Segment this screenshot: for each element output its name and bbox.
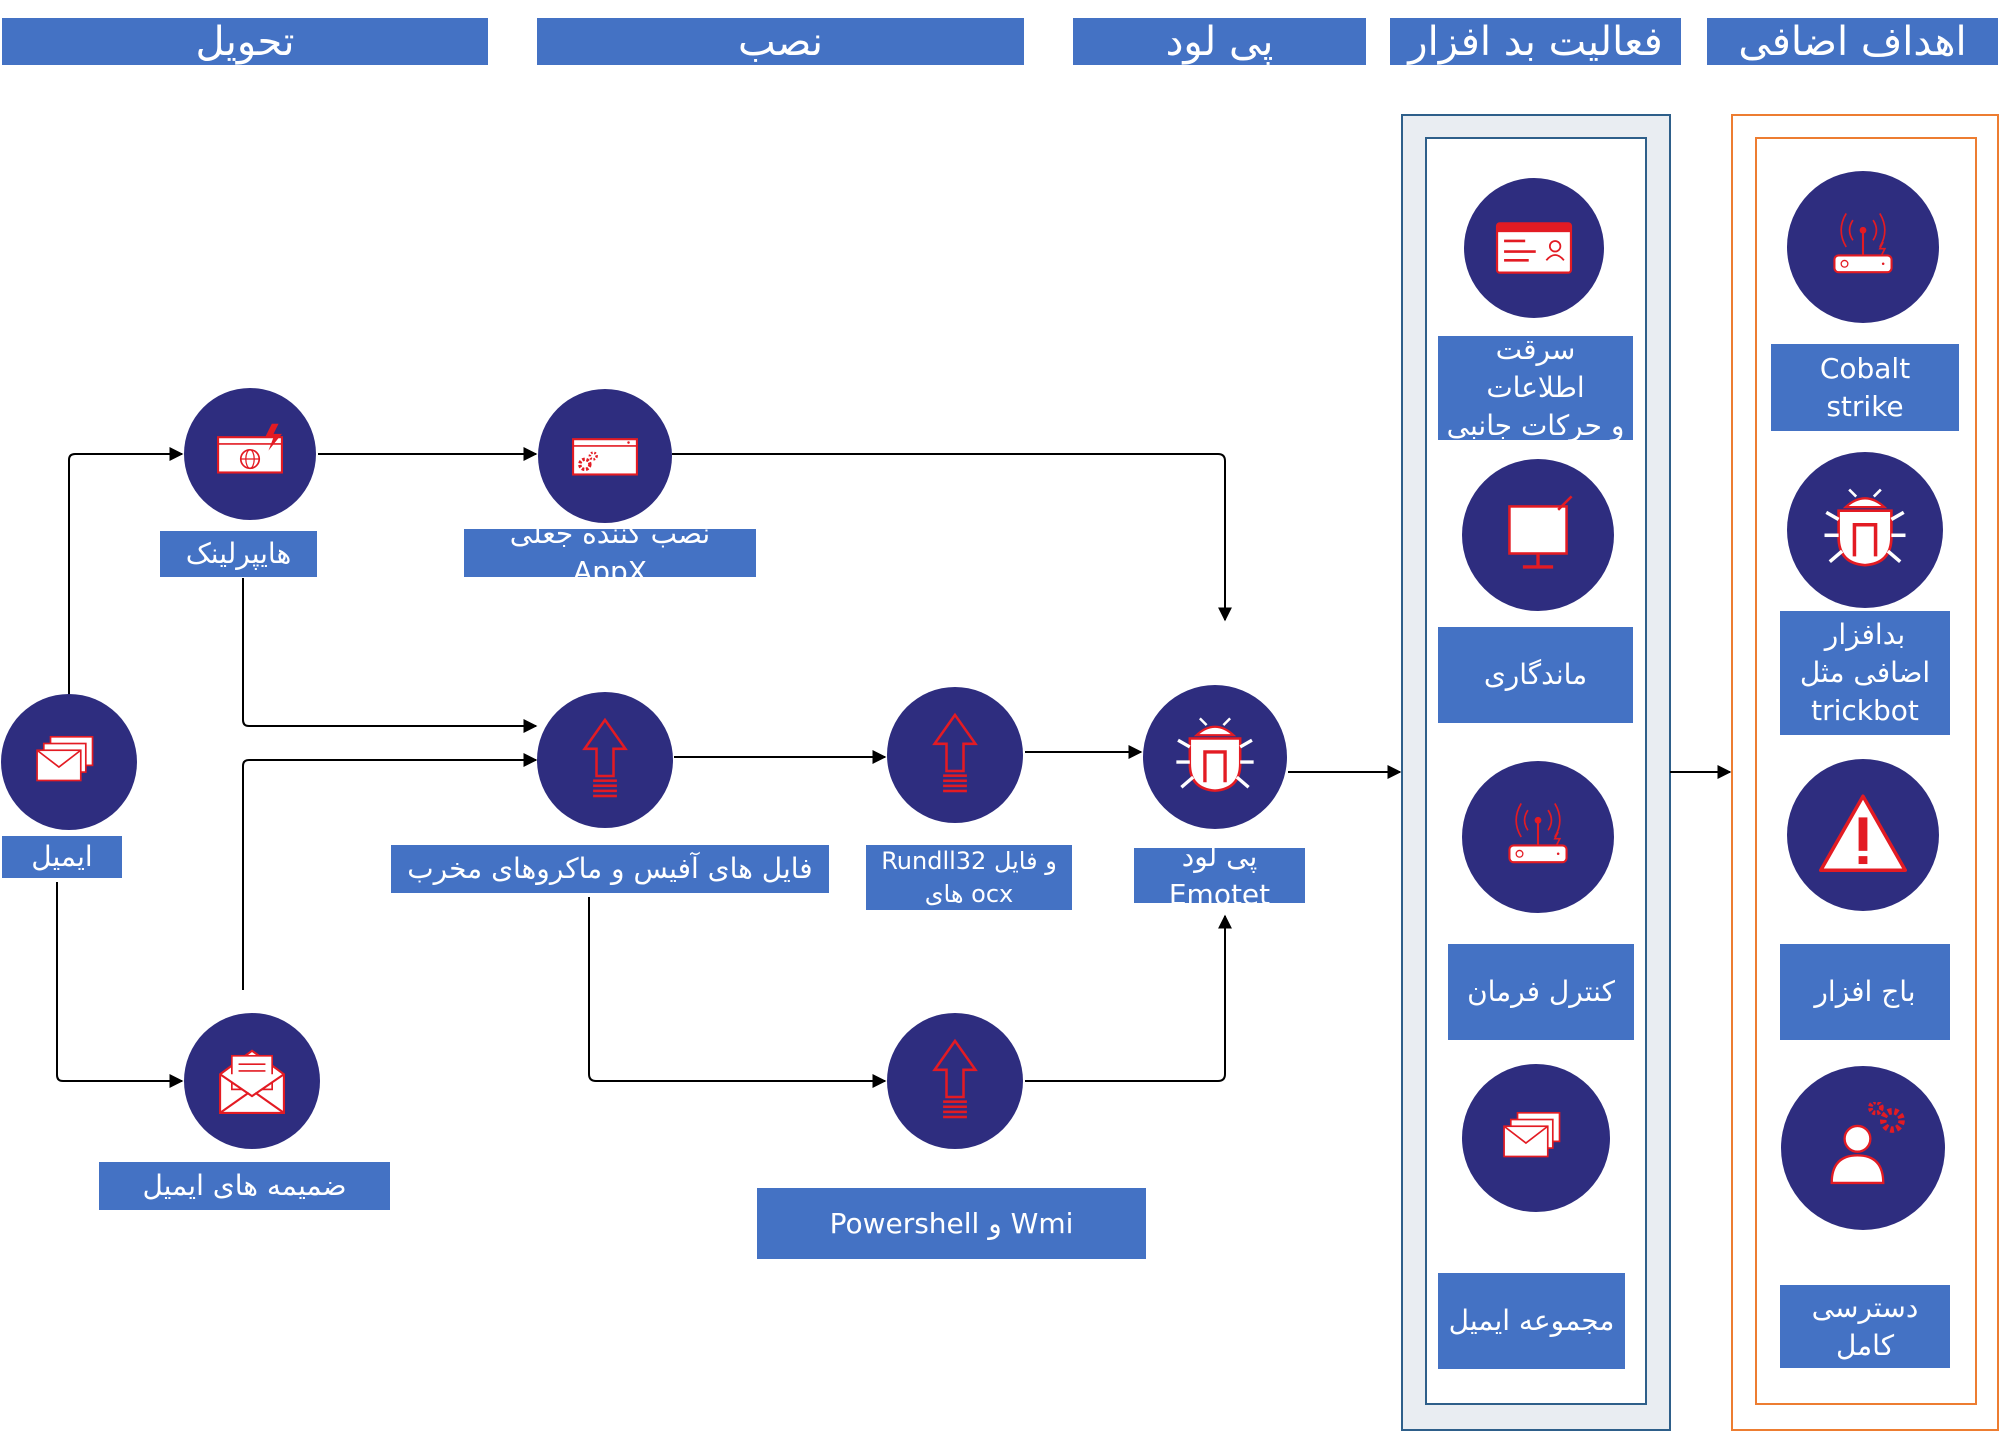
label-ransomware: باج افزار bbox=[1780, 944, 1950, 1040]
node-command-control bbox=[1462, 761, 1614, 913]
label-fake-appx: نصب کننده جعلی AppX bbox=[464, 517, 756, 588]
header-install: نصب bbox=[537, 18, 1024, 65]
node-emotet bbox=[1143, 685, 1287, 829]
connector-hyperlink-to-office bbox=[242, 578, 538, 733]
connector-office-to-powershell bbox=[588, 897, 887, 1088]
label-full-access: دسترسی کامل bbox=[1780, 1285, 1950, 1368]
node-info-theft bbox=[1464, 178, 1604, 318]
label-cobalt-strike: Cobalt strike bbox=[1771, 344, 1959, 431]
label-office-macros: فایل های آفیس و ماکروهای مخرب bbox=[391, 845, 829, 893]
connector-email-to-hyperlink bbox=[68, 447, 184, 700]
label-hyperlink: هایپرلینک bbox=[160, 531, 317, 577]
label-command-control: کنترل فرمان bbox=[1448, 944, 1634, 1040]
label-email-collection: مجموعه ایمیل bbox=[1438, 1273, 1625, 1369]
node-powershell-wmi bbox=[887, 1013, 1023, 1149]
node-hyperlink bbox=[184, 388, 316, 520]
label-persistence: ماندگاری bbox=[1438, 627, 1633, 723]
label-email-attachments: ضمیمه های ایمیل bbox=[99, 1162, 390, 1210]
header-malware-activity: فعالیت بد افزار bbox=[1390, 18, 1681, 65]
label-info-theft: سرقت اطلاعات و حرکات جانبی bbox=[1438, 333, 1633, 442]
connector-powershell-to-emotet bbox=[1025, 914, 1232, 1082]
id-card-icon bbox=[1495, 222, 1573, 274]
label-rundll32: Rundll32 و فایل های ocx bbox=[866, 845, 1072, 910]
label-email: ایمیل bbox=[2, 836, 122, 878]
connector-email-to-attachments bbox=[56, 882, 184, 1088]
node-email bbox=[1, 694, 137, 830]
connector-appx-to-emotet bbox=[672, 453, 1232, 622]
node-cobalt-strike bbox=[1787, 171, 1939, 323]
label-extra-malware: بدافزار اضافی مثل trickbot bbox=[1780, 611, 1950, 735]
node-ransomware bbox=[1787, 759, 1939, 911]
node-email-collection bbox=[1462, 1064, 1610, 1212]
header-extra-goals: اهداف اضافی bbox=[1707, 18, 1998, 65]
header-payload: پی لود bbox=[1073, 18, 1366, 65]
connector-attachments-to-office bbox=[242, 753, 538, 990]
node-email-attachments bbox=[184, 1013, 320, 1149]
node-rundll32 bbox=[887, 687, 1023, 823]
label-emotet-payload: پی لود Emotet bbox=[1134, 840, 1305, 911]
node-persistence bbox=[1462, 459, 1614, 611]
browser-gear-icon bbox=[571, 437, 639, 477]
node-extra-malware bbox=[1787, 452, 1943, 608]
label-powershell-wmi: Powershell و Wmi bbox=[757, 1188, 1146, 1259]
node-full-access bbox=[1781, 1066, 1945, 1230]
node-office-macros bbox=[537, 692, 673, 828]
node-fake-appx bbox=[538, 389, 672, 523]
header-delivery: تحويل bbox=[2, 18, 488, 65]
